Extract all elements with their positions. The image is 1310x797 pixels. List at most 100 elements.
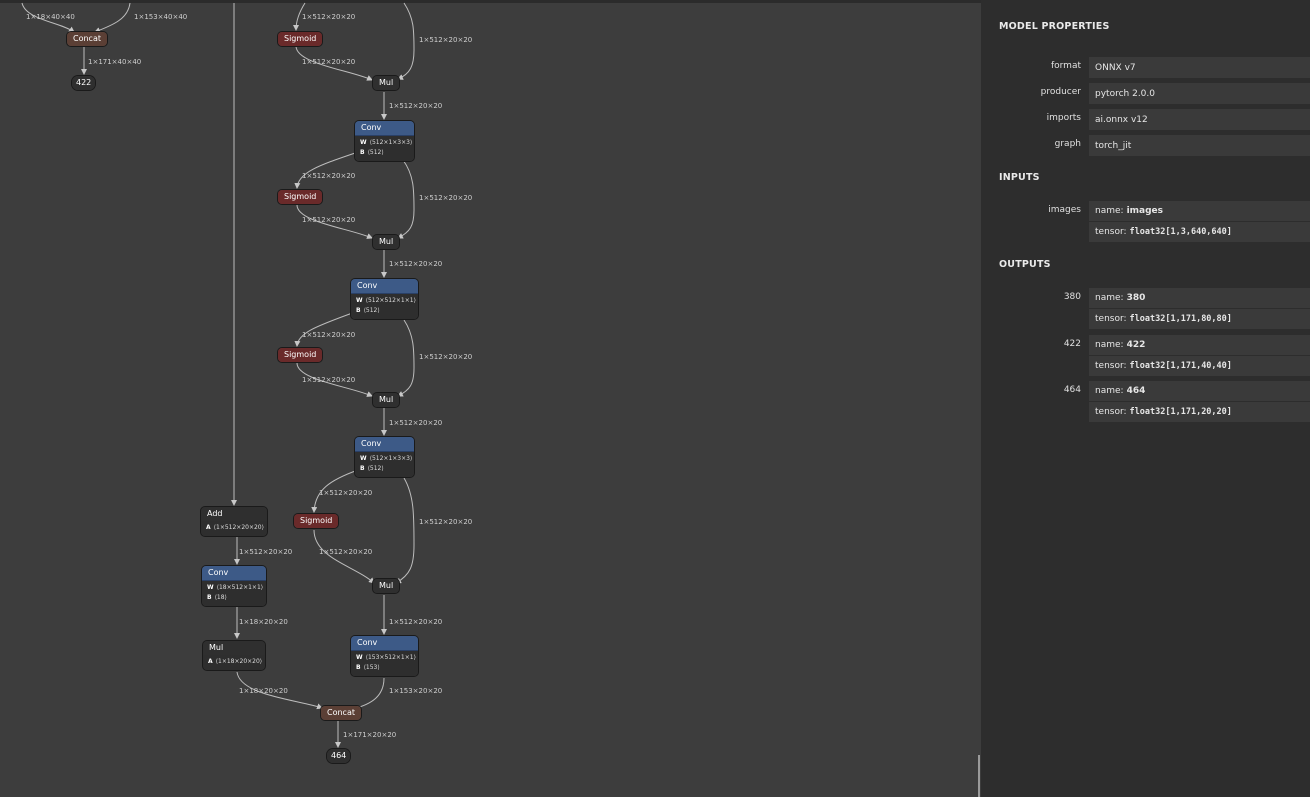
concat-node[interactable]: Concat <box>67 32 107 46</box>
edge-label: 1×512×20×20 <box>302 376 355 384</box>
edge <box>397 319 415 397</box>
output-name-464[interactable]: name:464 <box>1089 381 1310 401</box>
graph-edges: 1×18×40×40 1×153×40×40 1×171×40×40 1×512… <box>21 2 472 748</box>
conv-node[interactable]: Conv W⟨153×512×1×1⟩ B⟨153⟩ <box>351 636 418 676</box>
edge <box>295 45 373 81</box>
prop-value-format: ONNX v7 <box>1089 57 1310 78</box>
input-tensor-images: tensor:float32[1,3,640,640] <box>1089 222 1310 242</box>
node-title: Conv <box>355 437 414 452</box>
node-title: Sigmoid <box>278 348 323 362</box>
node-title: Sigmoid <box>278 32 323 46</box>
node-attributes: W⟨153×512×1×1⟩ B⟨153⟩ <box>351 651 418 676</box>
output-node-464[interactable]: 464 <box>327 749 351 763</box>
prop-label-graph: graph <box>1054 139 1081 149</box>
edge-label: 1×512×20×20 <box>302 331 355 339</box>
concat-node[interactable]: Concat <box>321 706 361 720</box>
edge-label: 1×153×40×40 <box>134 13 187 21</box>
prop-label-format: format <box>1050 61 1081 71</box>
node-title: Sigmoid <box>294 514 339 528</box>
prop-label-producer: producer <box>1040 87 1081 97</box>
output-tensor-422: tensor:float32[1,171,40,40] <box>1089 356 1310 376</box>
node-title: Conv <box>202 566 266 581</box>
edge-label: 1×512×20×20 <box>419 194 472 202</box>
sigmoid-node[interactable]: Sigmoid <box>278 348 323 362</box>
input-name-images[interactable]: name:images <box>1089 201 1310 221</box>
node-attributes: W⟨18×512×1×1⟩ B⟨18⟩ <box>202 581 266 606</box>
edge-label: 1×512×20×20 <box>419 353 472 361</box>
node-title: Conv <box>351 636 418 651</box>
graph-canvas[interactable]: 1×18×40×40 1×153×40×40 1×171×40×40 1×512… <box>0 0 980 797</box>
node-title: Add <box>201 507 267 521</box>
node-attributes: W⟨512×1×3×3⟩ B⟨512⟩ <box>355 452 414 477</box>
output-label-464: 464 <box>1063 385 1081 395</box>
prop-value-graph: torch_jit <box>1089 135 1310 156</box>
inputs-section-title: INPUTS <box>999 172 1040 183</box>
edge <box>397 159 415 239</box>
edge-label: 1×512×20×20 <box>239 548 292 556</box>
edge <box>296 204 373 239</box>
edge <box>94 2 131 33</box>
mul-node[interactable]: Mul <box>373 235 400 249</box>
conv-node[interactable]: Conv W⟨18×512×1×1⟩ B⟨18⟩ <box>202 566 266 606</box>
node-title: Concat <box>67 32 107 46</box>
outputs-section-title: OUTPUTS <box>999 259 1051 270</box>
output-name-380[interactable]: name:380 <box>1089 288 1310 308</box>
edge-label: 1×512×20×20 <box>319 489 372 497</box>
edge-label: 1×512×20×20 <box>302 172 355 180</box>
edge-label: 1×512×20×20 <box>302 13 355 21</box>
mul-node[interactable]: Mul <box>373 76 400 90</box>
edge-label: 1×171×40×40 <box>88 58 141 66</box>
output-label-422: 422 <box>1063 339 1081 349</box>
window-top-border <box>0 0 1310 3</box>
output-name-422[interactable]: name:422 <box>1089 335 1310 355</box>
edge-label: 1×512×20×20 <box>302 216 355 224</box>
input-label-images: images <box>1048 205 1081 215</box>
sigmoid-node[interactable]: Sigmoid <box>278 190 323 204</box>
conv-node[interactable]: Conv W⟨512×1×3×3⟩ B⟨512⟩ <box>355 437 414 477</box>
sigmoid-node[interactable]: Sigmoid <box>294 514 339 528</box>
edge-label: 1×512×20×20 <box>389 419 442 427</box>
node-title: Sigmoid <box>278 190 323 204</box>
edge <box>352 677 385 711</box>
sigmoid-node[interactable]: Sigmoid <box>278 32 323 46</box>
node-title: 422 <box>72 76 96 90</box>
node-attributes: A⟨1×512×20×20⟩ <box>201 521 267 536</box>
conv-node[interactable]: Conv W⟨512×512×1×1⟩ B⟨512⟩ <box>351 279 418 319</box>
node-title: Mul <box>373 579 400 593</box>
conv-node[interactable]: Conv W⟨512×1×3×3⟩ B⟨512⟩ <box>355 121 414 161</box>
panel-resize-handle[interactable] <box>978 755 980 797</box>
node-title: Mul <box>373 393 400 407</box>
output-node-422[interactable]: 422 <box>72 76 96 90</box>
node-title: 464 <box>327 749 351 763</box>
node-attributes: A⟨1×18×20×20⟩ <box>203 655 265 670</box>
output-label-380: 380 <box>1063 292 1081 302</box>
edge <box>294 151 359 189</box>
edge-label: 1×512×20×20 <box>302 58 355 66</box>
model-properties-panel: MODEL PROPERTIES format ONNX v7 producer… <box>981 0 1310 797</box>
edge <box>293 2 306 31</box>
mul-node[interactable]: Mul A⟨1×18×20×20⟩ <box>203 641 265 670</box>
prop-value-producer: pytorch 2.0.0 <box>1089 83 1310 104</box>
edge-label: 1×18×20×20 <box>239 618 288 626</box>
edge-label: 1×512×20×20 <box>389 618 442 626</box>
node-title: Conv <box>355 121 414 136</box>
edge <box>236 671 323 710</box>
node-attributes: W⟨512×1×3×3⟩ B⟨512⟩ <box>355 136 414 161</box>
edge-label: 1×512×20×20 <box>389 102 442 110</box>
edge <box>21 2 75 33</box>
node-title: Mul <box>373 76 400 90</box>
edge-label: 1×512×20×20 <box>419 518 472 526</box>
mul-node[interactable]: Mul <box>373 579 400 593</box>
prop-label-imports: imports <box>1046 113 1081 123</box>
edge <box>313 529 375 584</box>
add-node[interactable]: Add A⟨1×512×20×20⟩ <box>201 507 267 536</box>
node-title: Mul <box>203 641 265 655</box>
edge-label: 1×153×20×20 <box>389 687 442 695</box>
edge <box>311 469 359 513</box>
mul-node[interactable]: Mul <box>373 393 400 407</box>
node-attributes: W⟨512×512×1×1⟩ B⟨512⟩ <box>351 294 418 319</box>
output-tensor-380: tensor:float32[1,171,80,80] <box>1089 309 1310 329</box>
node-title: Concat <box>321 706 361 720</box>
edge <box>294 311 356 347</box>
edge <box>296 362 373 397</box>
